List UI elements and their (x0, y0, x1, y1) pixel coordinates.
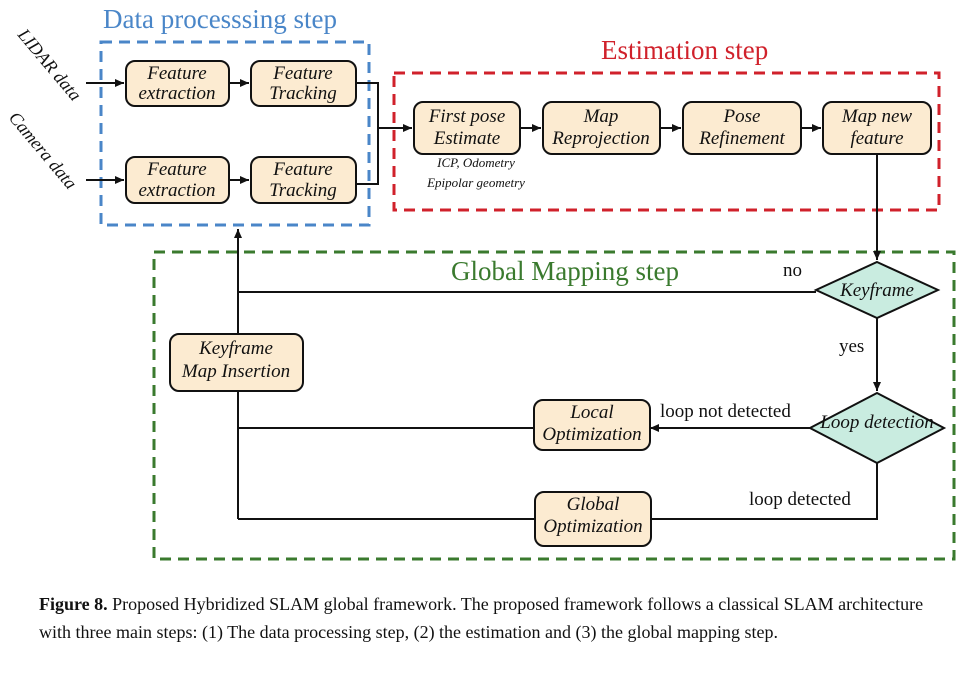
svg-text:Map: Map (583, 106, 619, 127)
svg-text:Feature: Feature (146, 63, 206, 84)
svg-text:Estimate: Estimate (433, 128, 501, 149)
svg-text:Loop detection: Loop detection (819, 412, 933, 433)
estimation-region (392, 71, 941, 212)
estimation-title: Estimation step (601, 35, 768, 65)
svg-text:Map new: Map new (841, 106, 913, 127)
svg-text:First pose: First pose (428, 106, 506, 127)
loop-not-detected-label: loop not detected (660, 401, 791, 422)
lidar-tracking-merge-line (356, 82, 379, 128)
yes-label: yes (839, 336, 864, 357)
svg-text:Map Insertion: Map Insertion (181, 361, 290, 382)
loop-detected-label: loop detected (749, 489, 851, 510)
svg-text:Feature: Feature (272, 63, 332, 84)
svg-text:extraction: extraction (138, 180, 215, 201)
feature-tracking-lidar-node: Feature Tracking (250, 60, 357, 107)
svg-text:feature: feature (850, 128, 903, 149)
svg-text:Local: Local (569, 402, 613, 423)
svg-text:Global: Global (567, 494, 620, 515)
camera-input-label: Camera data (5, 108, 81, 193)
svg-text:Optimization: Optimization (542, 424, 641, 445)
svg-text:Optimization: Optimization (543, 516, 642, 537)
svg-text:Keyframe: Keyframe (198, 338, 273, 359)
svg-text:Reprojection: Reprojection (551, 128, 649, 149)
feature-extraction-camera-node: Feature extraction (125, 156, 230, 204)
svg-text:extraction: extraction (138, 83, 215, 104)
svg-text:Feature: Feature (272, 159, 332, 180)
local-optimization-node: Local Optimization (533, 399, 651, 451)
figure-caption-label: Figure 8. (39, 594, 108, 614)
figure-caption-text: Proposed Hybridized SLAM global framewor… (39, 594, 924, 642)
camera-tracking-merge-line (356, 128, 379, 185)
svg-text:Pose: Pose (723, 106, 761, 127)
first-pose-note-line2: Epipolar geometry (426, 175, 525, 190)
svg-text:Refinement: Refinement (698, 128, 785, 149)
global-optimization-node: Global Optimization (534, 491, 652, 547)
map-reprojection-node: Map Reprojection (542, 101, 661, 155)
data-processing-region (99, 40, 371, 227)
loop-detection-decision-node: Loop detection (807, 391, 947, 465)
global-mapping-region (152, 250, 956, 561)
feature-extraction-lidar-node: Feature extraction (125, 60, 230, 107)
svg-text:Feature: Feature (146, 159, 206, 180)
pose-refinement-node: Pose Refinement (682, 101, 802, 155)
lidar-input-label: LIDAR data (13, 24, 85, 105)
svg-text:Tracking: Tracking (269, 83, 337, 104)
data-processing-title: Data processsing step (103, 4, 337, 34)
svg-text:Tracking: Tracking (269, 180, 337, 201)
figure-caption: Figure 8. Proposed Hybridized SLAM globa… (39, 590, 939, 646)
first-pose-note-line1: ICP, Odometry (436, 155, 515, 170)
no-label: no (783, 260, 802, 281)
first-pose-estimate-node: First pose Estimate (413, 101, 521, 155)
global-mapping-title: Global Mapping step (451, 256, 679, 286)
keyframe-decision-node: Keyframe (813, 260, 941, 320)
keyframe-map-insertion-node: Keyframe Map Insertion (169, 333, 304, 392)
slam-framework-diagram: Data processsing step Estimation step Gl… (5, 4, 956, 561)
map-new-feature-node: Map new feature (822, 101, 932, 155)
feature-tracking-camera-node: Feature Tracking (250, 156, 357, 204)
svg-text:Keyframe: Keyframe (839, 280, 914, 301)
loop-detected-line (651, 463, 878, 520)
